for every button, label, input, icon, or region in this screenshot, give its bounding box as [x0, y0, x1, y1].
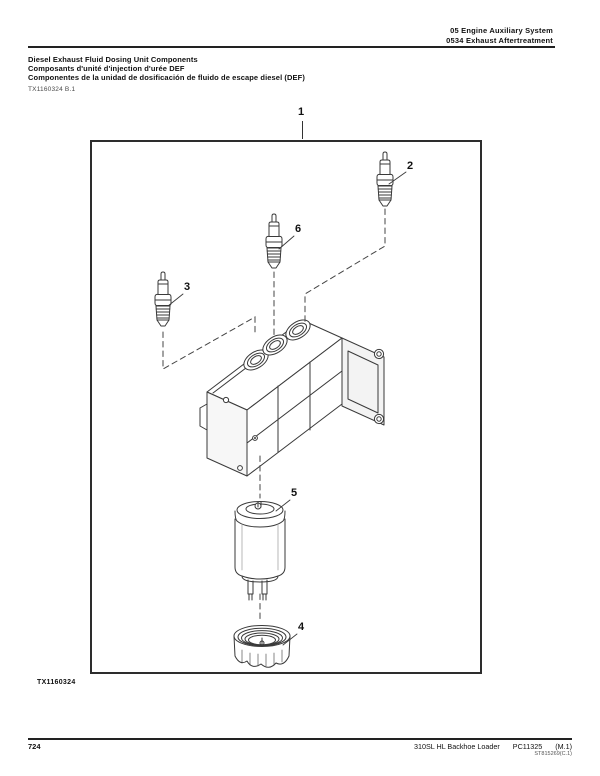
sensor-3-drawing: [154, 271, 172, 327]
def-filter-drawing: [234, 501, 286, 601]
callout-leader-lines: [167, 171, 407, 646]
callout-1: 1: [298, 106, 305, 118]
title-english: Diesel Exhaust Fluid Dosing Unit Compone…: [28, 55, 198, 64]
figure-id: TX1160324: [37, 679, 76, 686]
header-rule: [28, 46, 555, 48]
header-section-title: 05 Engine Auxiliary System: [450, 26, 553, 35]
callout-5: 5: [291, 487, 298, 499]
callout-4: 4: [298, 621, 305, 633]
figure-box: 2 6 3 5 4: [90, 140, 482, 674]
title-french: Composants d'unité d'injection d'urée DE…: [28, 64, 185, 73]
header-subsection-title: 0534 Exhaust Aftertreatment: [446, 35, 553, 45]
footer-doc-title: 310SL HL Backhoe Loader: [414, 742, 500, 751]
page-header: 05 Engine Auxiliary System 0534 Exhaust …: [446, 26, 553, 45]
page-number: 724: [28, 742, 41, 751]
callout-2: 2: [407, 160, 414, 172]
callout-1-leader-line: [302, 121, 303, 139]
explosion-dashed-lines: [162, 208, 386, 622]
figure-reference: TX1160324 B.1: [28, 86, 76, 93]
coolant-valve-2-drawing: [376, 151, 394, 207]
title-block: Diesel Exhaust Fluid Dosing Unit Compone…: [28, 55, 305, 82]
footer-doc-line: 310SL HL Backhoe Loader PC11325 (M.1): [414, 742, 572, 751]
dosing-unit-body-drawing: [199, 319, 385, 477]
callout-6: 6: [295, 223, 302, 235]
footer-rule: [28, 738, 572, 740]
footer-doc-number: PC11325: [512, 742, 543, 751]
exploded-view-drawing: [154, 151, 407, 668]
footer-revision: (M.1): [555, 742, 572, 751]
title-spanish: Componentes de la unidad de dosificación…: [28, 73, 305, 82]
filter-cap-drawing: [233, 625, 291, 668]
footer-print-code: ST815269(C.1): [534, 751, 572, 757]
callout-3: 3: [184, 281, 191, 293]
sensor-6-drawing: [265, 213, 283, 269]
